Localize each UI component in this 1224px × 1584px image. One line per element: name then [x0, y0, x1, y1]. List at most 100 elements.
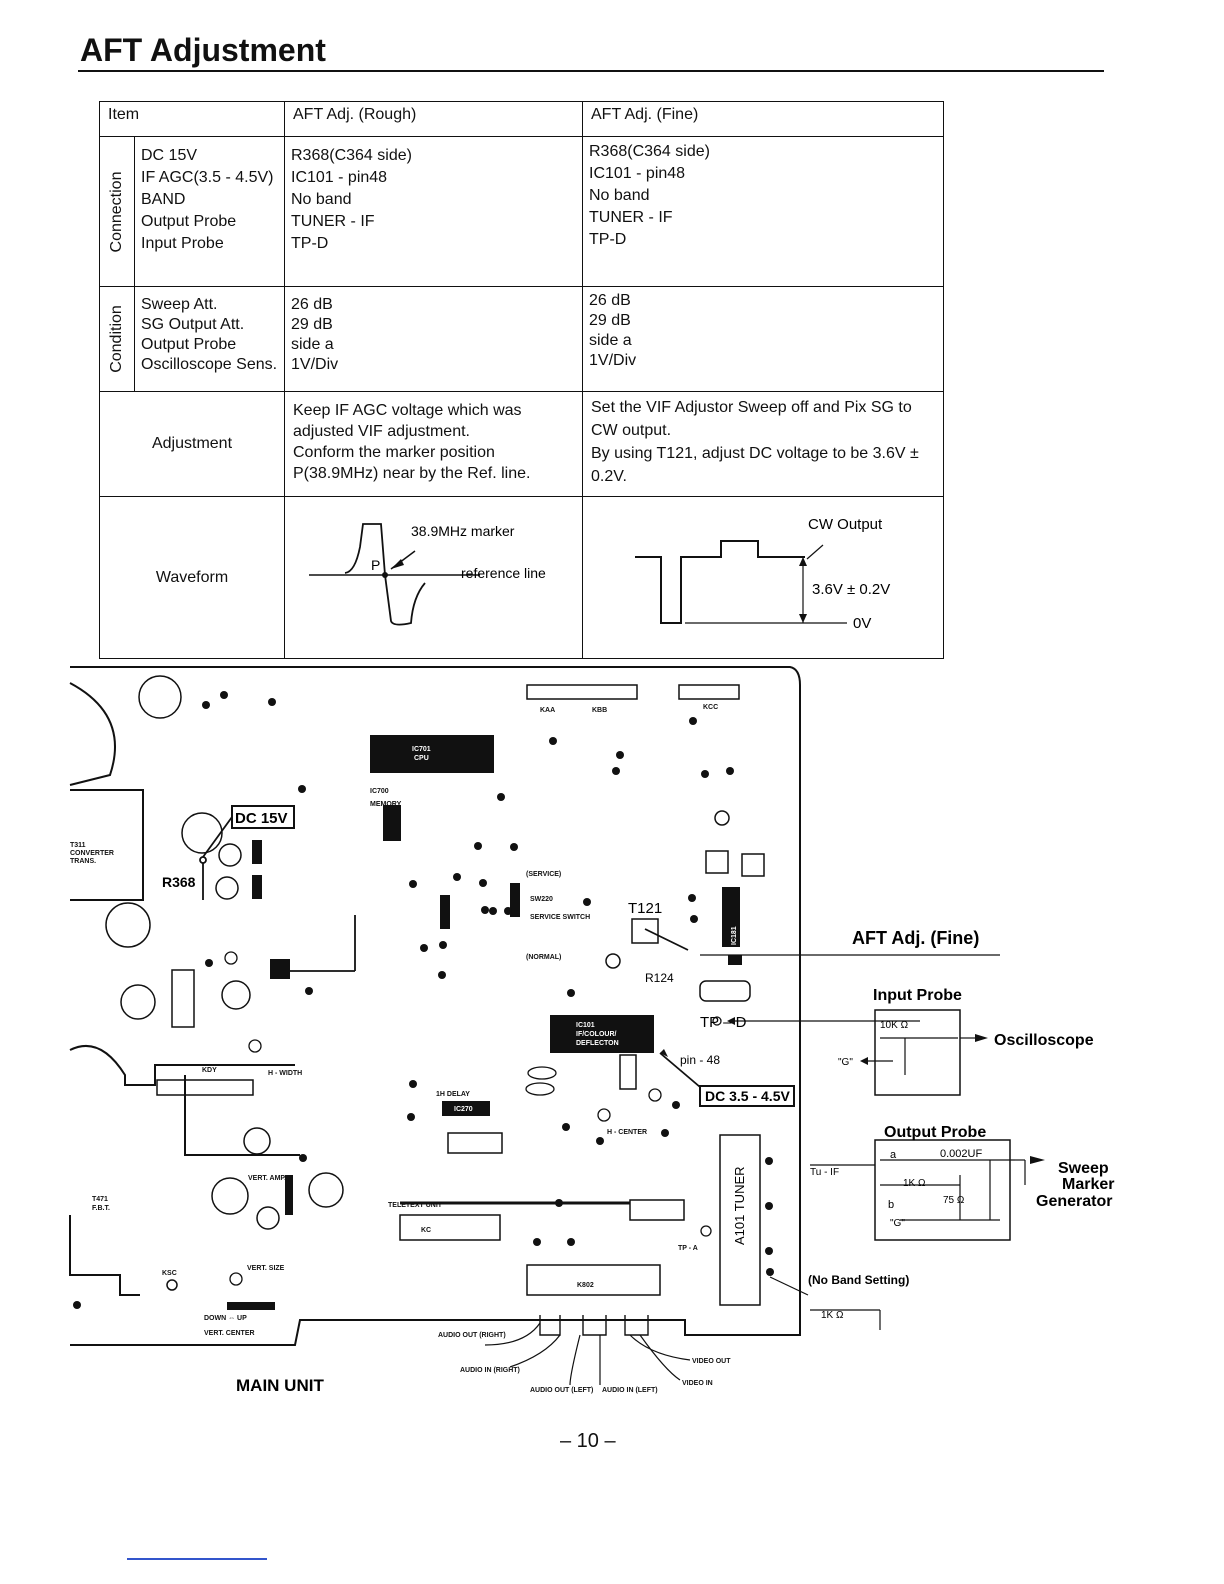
r368-label: R368	[162, 874, 196, 890]
t311-label: T311	[70, 842, 86, 849]
audio-in-left-label: AUDIO IN (LEFT)	[602, 1387, 658, 1394]
ic101-label: IC101	[576, 1022, 595, 1029]
kaa-label: KAA	[540, 707, 555, 714]
video-in-label: VIDEO IN	[682, 1380, 713, 1387]
cpu-label: CPU	[414, 755, 429, 762]
aft-fine-label: AFT Adj. (Fine)	[852, 928, 979, 948]
audio-out-right-label: AUDIO OUT (RIGHT)	[438, 1332, 506, 1339]
kbb-label: KBB	[592, 707, 607, 714]
connection-label: Connection	[99, 136, 135, 287]
cw-output-label: CW Output	[808, 516, 883, 533]
audio-out-left-label: AUDIO OUT (LEFT)	[530, 1387, 593, 1394]
r75-label: 75 Ω	[943, 1195, 965, 1206]
tpa-label: TP - A	[678, 1245, 698, 1252]
header-item: Item	[99, 101, 285, 137]
main-unit-label: MAIN UNIT	[236, 1376, 324, 1395]
fbt-label: F.B.T.	[92, 1205, 110, 1212]
t471-label: T471	[92, 1196, 108, 1203]
marker-label: 38.9MHz marker	[411, 523, 515, 539]
cap-label: 0.002UF	[940, 1148, 982, 1160]
reference-line-label: reference line	[461, 565, 546, 581]
r10k-label: 10K Ω	[880, 1020, 909, 1031]
ksc-label: KSC	[162, 1270, 177, 1277]
g1-label: "G"	[838, 1057, 853, 1068]
ic101-sub-label: IF/COLOUR/	[576, 1031, 616, 1038]
sw220-label: SW220	[530, 896, 553, 903]
kdy-label: KDY	[202, 1067, 217, 1074]
h-center-label: H - CENTER	[607, 1129, 647, 1136]
delay-label: 1H DELAY	[436, 1091, 470, 1098]
voltage-label: 3.6V ± 0.2V	[812, 581, 890, 598]
service-switch-label: SERVICE SWITCH	[530, 914, 590, 921]
dc35-label: DC 3.5 - 4.5V	[705, 1088, 790, 1104]
normal-label: (NORMAL)	[526, 954, 561, 961]
header-fine: AFT Adj. (Fine)	[582, 101, 944, 137]
trans-label: TRANS.	[70, 858, 96, 865]
t121-label: T121	[628, 900, 662, 917]
r1k-label: 1K Ω	[903, 1178, 926, 1189]
teletext-label: TELETEXT UNIT	[388, 1202, 443, 1209]
sweep-label: Sweep	[1058, 1160, 1109, 1177]
no-band-label: (No Band Setting)	[808, 1273, 909, 1287]
r124-label: R124	[645, 971, 674, 985]
k802-label: K802	[577, 1282, 594, 1289]
adjustment-table: Item AFT Adj. (Rough) AFT Adj. (Fine) Co…	[99, 101, 944, 659]
audio-in-right-label: AUDIO IN (RIGHT)	[460, 1367, 520, 1374]
p-marker-label: P	[371, 557, 380, 573]
page-number: – 10 –	[560, 1430, 616, 1452]
input-probe-label: Input Probe	[873, 987, 962, 1004]
down-up-label: DOWN ⇔ UP	[204, 1315, 247, 1322]
probe-b-label: b	[888, 1199, 894, 1211]
tuner-label: A101 TUNER	[732, 1166, 747, 1245]
waveform-label: Waveform	[99, 496, 285, 659]
kc-label: KC	[421, 1227, 431, 1234]
video-out-label: VIDEO OUT	[692, 1358, 731, 1365]
ic701-label: IC701	[412, 746, 431, 753]
ic181-label: IC181	[731, 926, 738, 945]
no-band-r1k-label: 1K Ω	[821, 1310, 844, 1321]
adjustment-fine: Set the VIF Adjustor Sweep off and Pix S…	[582, 391, 944, 497]
adjustment-label: Adjustment	[99, 391, 285, 497]
vert-size-label: VERT. SIZE	[247, 1265, 285, 1272]
zero-volt-label: 0V	[853, 615, 871, 632]
g2-label: "G"	[890, 1218, 905, 1229]
condition-label: Condition	[99, 286, 135, 392]
vert-center-label: VERT. CENTER	[204, 1330, 255, 1337]
bottom-link-underline	[127, 1558, 267, 1560]
tpd-label: TP – D	[700, 1014, 747, 1031]
oscilloscope-label: Oscilloscope	[994, 1032, 1094, 1049]
generator-label: Generator	[1036, 1193, 1112, 1210]
output-probe-label: Output Probe	[884, 1124, 986, 1141]
header-rough: AFT Adj. (Rough)	[284, 101, 583, 137]
waveform-fine-cell: CW Output 3.6V ± 0.2V 0V	[582, 496, 944, 659]
page-title: AFT Adjustment	[80, 32, 326, 68]
fine-waveform-svg: CW Output 3.6V ± 0.2V 0V	[635, 516, 890, 632]
ic700-label: IC700	[370, 788, 389, 795]
marker-label: Marker	[1062, 1176, 1114, 1193]
converter-label: CONVERTER	[70, 850, 114, 857]
h-width-label: H - WIDTH	[268, 1070, 302, 1077]
probe-a-label: a	[890, 1149, 897, 1161]
rough-waveform-svg: P 38.9MHz marker reference line	[309, 523, 546, 626]
waveform-row: Waveform P 38.9MHz marker reference line	[99, 496, 944, 659]
kcc-label: KCC	[703, 704, 718, 711]
condition-row: Condition Sweep Att.SG Output Att. Outpu…	[99, 286, 944, 392]
ic101-sub2-label: DEFLECTON	[576, 1040, 619, 1047]
dc15v-label: DC 15V	[235, 810, 288, 827]
waveform-rough-cell: P 38.9MHz marker reference line	[284, 496, 583, 659]
memory-label: MEMORY	[370, 801, 402, 808]
tu-if-label: Tu - IF	[810, 1167, 839, 1178]
table-header-row: Item AFT Adj. (Rough) AFT Adj. (Fine)	[99, 101, 944, 137]
main-unit-diagram: DC 15V R368 T121 R124 TP – D pin - 48 DC…	[69, 666, 1114, 1395]
service-label: (SERVICE)	[526, 871, 561, 878]
ic270-label: IC270	[454, 1106, 473, 1113]
pin48-label: pin - 48	[680, 1053, 720, 1067]
